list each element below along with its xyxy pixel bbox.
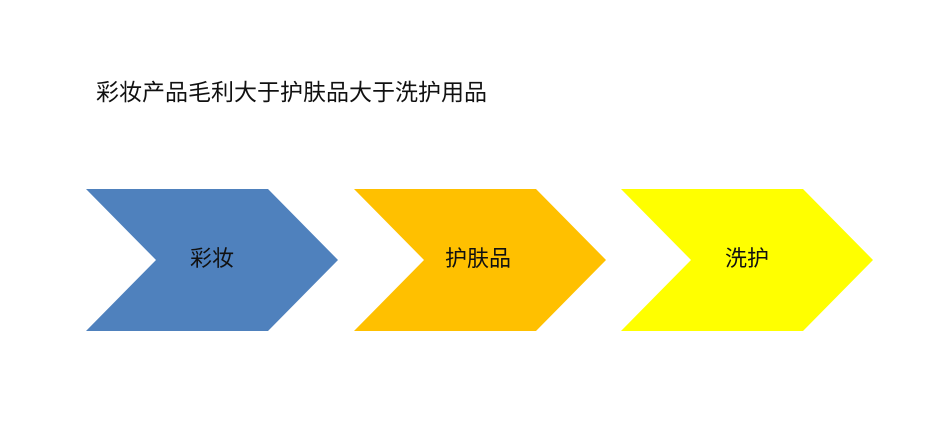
chevron-step-hair-care: 洗护 bbox=[621, 189, 873, 331]
chevron-shape bbox=[621, 189, 873, 331]
chevron-label-hair-care: 洗护 bbox=[724, 247, 770, 272]
chevron-shape bbox=[86, 189, 338, 331]
chevron-shape bbox=[354, 189, 606, 331]
chevron-fill bbox=[621, 189, 873, 331]
chevron-fill bbox=[354, 189, 606, 331]
diagram-title: 彩妆产品毛利大于护肤品大于洗护用品 bbox=[96, 80, 487, 106]
chevron-step-skincare: 护肤品 bbox=[354, 189, 606, 331]
chevron-label-makeup: 彩妆 bbox=[189, 247, 235, 272]
chevron-label-skincare: 护肤品 bbox=[444, 247, 512, 272]
chevron-step-makeup: 彩妆 bbox=[86, 189, 338, 331]
chevron-fill bbox=[86, 189, 338, 331]
